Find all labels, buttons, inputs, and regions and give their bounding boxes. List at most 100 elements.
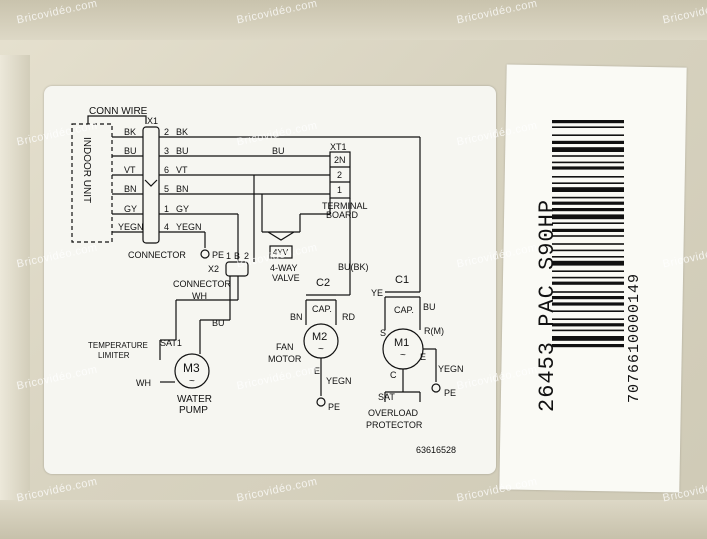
pin-3: 3 [164,146,169,156]
rd-label: RD [342,312,355,322]
doc-number: 63616528 [416,445,456,455]
barcode-bar [552,134,624,136]
water-pump-m3 [174,353,210,389]
wire-right-yegn: YEGN [176,222,202,232]
m3-tilde: ~ [189,376,195,387]
pin-1: 1 [164,204,169,214]
c2-cap-label: CAP. [312,304,332,314]
fan-motor-label-1: FAN [276,342,294,352]
wire-left-bu: BU [124,146,137,156]
x2-connector [225,261,249,277]
pin-4: 4 [164,222,169,232]
x2-pin-b: B [234,251,240,261]
x2-label: X2 [208,264,219,274]
pe-label-1: PE [212,250,224,260]
barcode-bar [552,166,624,170]
wire-right-vt: VT [176,165,188,175]
pe-ground-1 [200,249,210,259]
valve-coil-label: 4YV [273,248,289,257]
pe-ground-2 [316,397,326,407]
barcode-bar [552,155,624,157]
pin-5: 5 [164,184,169,194]
c2-label: C2 [316,277,330,289]
bn-label: BN [290,312,303,322]
wh-label-2: WH [136,378,151,388]
x2-pin-1: 1 [226,251,231,261]
water-pump-label-2: PUMP [179,405,208,416]
water-pump-label-1: WATER [177,394,212,405]
wire-right-bn: BN [176,184,189,194]
m2-e: E [314,366,320,376]
barcode-bar [552,336,624,341]
barcode-bar [552,187,624,192]
sat1-label: SAT1 [160,338,182,348]
barcode-bar [552,196,624,199]
barcode-bar [552,243,624,245]
wire-left-gy: GY [124,204,137,214]
barcode-bar [552,208,624,212]
connector-main-label: CONNECTOR [128,250,186,260]
barcode-bar [552,310,624,312]
diagram-labels: CONN WIRE X1 INDOOR UNIT BK BU VT BN GY … [81,106,464,455]
terminal-pin-1: 1 [337,185,342,195]
c1-label: C1 [395,274,409,286]
barcode-bar [552,291,624,293]
serial-number: 7076610000149 [626,272,643,403]
barcode-bar [552,329,624,332]
terminal-label-2: BOARD [326,210,359,220]
wire-right-bk: BK [176,127,188,137]
bu-label-pump: BU [212,318,225,328]
barcode-bar [552,161,624,164]
overload-label-1: OVERLOAD [368,408,419,418]
fan-motor-label-2: MOTOR [268,354,302,364]
pe-ground-3 [431,383,441,393]
terminal-board [329,151,351,199]
terminal-pin-2: 2 [337,170,342,180]
wire-left-yegn: YEGN [118,222,144,232]
barcode-bar [552,323,624,327]
valve-label-2: VALVE [272,273,300,283]
barcode-bar [552,222,624,224]
m2-label: M2 [312,331,327,343]
barcode-bar [552,140,624,144]
yegn-label-comp: YEGN [438,364,464,374]
c1-cap-label: CAP. [394,305,414,315]
housing-top-edge [0,0,707,40]
barcode-bar [552,120,624,124]
barcode-bar [552,182,624,184]
m2-tilde: ~ [318,344,324,355]
barcode-bar [552,344,624,348]
wire-left-vt: VT [124,165,136,175]
bu-label-comp: BU [423,302,436,312]
terminal-pin-2n: 2N [334,155,346,165]
barcode-bar [552,260,624,266]
barcode-bar [552,228,624,232]
pe-label-2: PE [328,402,340,412]
barcode [552,120,624,348]
bu-bk-label: BU(BK) [338,262,369,272]
compressor-m1 [382,328,424,370]
wh-label-1: WH [192,291,207,301]
temp-limiter-label-2: LIMITER [98,351,130,360]
x2-pin-2: 2 [244,251,249,261]
bu-top-label: BU [272,146,285,156]
overload-label-2: PROTECTOR [366,420,423,430]
barcode-bar [552,296,624,300]
connector-2-label: CONNECTOR [173,279,231,289]
terminal-label-1: TERMINAL [322,201,368,211]
wire-right-bu: BU [176,146,189,156]
m3-label: M3 [183,361,200,375]
housing-bottom-edge [0,500,707,539]
m1-e: E [420,352,426,362]
x1-label: X1 [147,116,158,126]
valve-label-1: 4-WAY [270,263,298,273]
m1-label: M1 [394,337,409,349]
wire-right-gy: GY [176,204,189,214]
barcode-bar [552,147,624,152]
indoor-unit-label: INDOOR UNIT [81,137,92,203]
m1-tilde: ~ [400,350,406,361]
yegn-label-fan: YEGN [326,376,352,386]
wire-left-bk: BK [124,127,136,137]
barcode-bar [552,270,624,272]
